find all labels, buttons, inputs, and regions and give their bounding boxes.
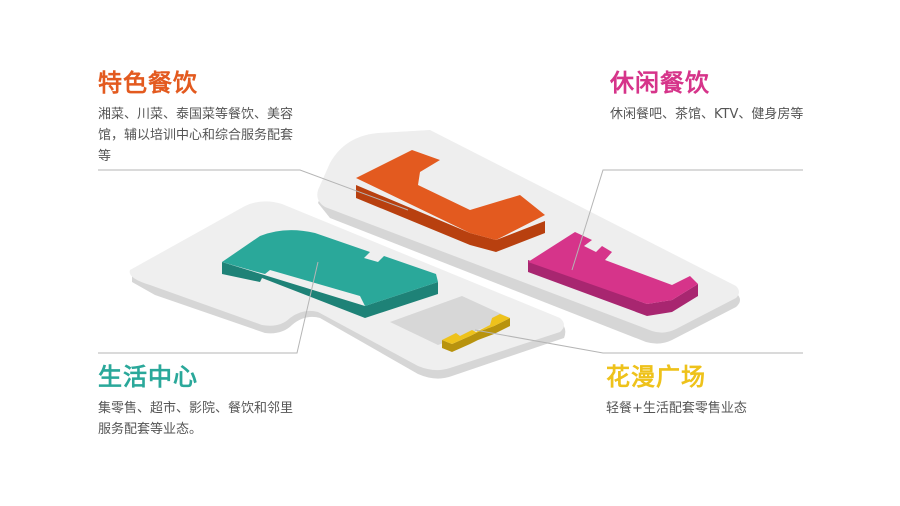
zone-shenghuo-title: 生活中心 — [98, 363, 198, 391]
yellow-building-side — [442, 318, 510, 352]
zone-shenghuo-desc: 集零售、超市、影院、餐饮和邻里服务配套等业态。 — [98, 401, 294, 437]
teal-building-top — [222, 230, 438, 306]
leader-lines — [98, 169, 803, 354]
leader-line-xiuxian — [571, 169, 803, 271]
orange-building — [356, 150, 545, 252]
zone-tese-title: 特色餐饮 — [98, 69, 198, 97]
zone-tese: 特色餐饮 湘菜、川菜、泰国菜等餐饮、美容馆，辅以培训中心和综合服务配套等 — [98, 68, 298, 167]
zone-xiuxian-desc: 休闲餐吧、茶馆、KTV、健身房等 — [610, 107, 804, 122]
yellow-building — [442, 314, 510, 352]
magenta-building — [528, 232, 698, 316]
zone-huaman-title: 花漫广场 — [606, 363, 706, 391]
leader-line-shenghuo — [98, 261, 319, 354]
zone-huaman: 花漫广场 轻餐+生活配套零售业态 — [606, 362, 806, 419]
plaza-square — [390, 296, 510, 345]
orange-building-top — [356, 150, 545, 240]
magenta-building-top — [528, 232, 698, 304]
zone-xiuxian-title: 休闲餐饮 — [610, 69, 710, 97]
zone-huaman-desc: 轻餐+生活配套零售业态 — [606, 401, 747, 416]
teal-building-side — [222, 262, 438, 318]
leader-line-huaman — [474, 329, 803, 354]
leader-line-tese — [98, 169, 409, 211]
zone-xiuxian: 休闲餐饮 休闲餐吧、茶馆、KTV、健身房等 — [610, 68, 805, 125]
zone-tese-desc: 湘菜、川菜、泰国菜等餐饮、美容馆，辅以培训中心和综合服务配套等 — [98, 107, 294, 164]
yellow-building-top — [442, 314, 510, 344]
teal-building — [222, 230, 438, 318]
zone-shenghuo: 生活中心 集零售、超市、影院、餐饮和邻里服务配套等业态。 — [98, 362, 298, 440]
